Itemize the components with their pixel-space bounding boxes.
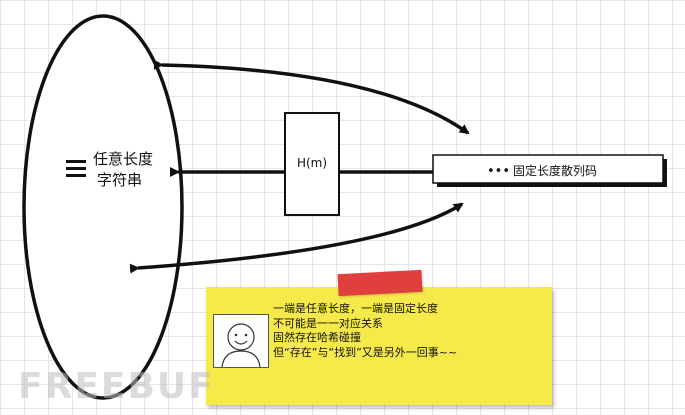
input-label-line1: 任意长度 — [93, 150, 153, 168]
note-line-2: 不可能是一一对应关系 — [273, 316, 383, 330]
input-label-line2: 字符串 — [97, 171, 142, 189]
list-icon — [66, 160, 86, 177]
note-line-4: 但“存在”与“找到”又是另外一回事~~ — [273, 345, 458, 359]
red-tape — [337, 269, 423, 297]
hash-function-label: H(m) — [297, 156, 327, 170]
note-line-1: 一端是任意长度，一端是固定长度 — [273, 302, 438, 315]
input-ellipse — [22, 14, 184, 400]
watermark: FREEBUF — [18, 366, 215, 407]
hash-function-box — [284, 112, 340, 216]
note-text: 一端是任意长度，一端是固定长度 不可能是一一对应关系 固然存在哈希碰撞 但“存在… — [273, 302, 457, 360]
smiley-avatar-icon — [213, 314, 269, 368]
output-label: 固定长度散列码 — [513, 163, 597, 178]
output-box — [432, 154, 664, 184]
output-prefix: ••• — [487, 164, 510, 179]
arrow-bottom — [129, 202, 464, 274]
arrow-top — [153, 59, 470, 135]
note-line-3: 固然存在哈希碰撞 — [273, 331, 361, 344]
